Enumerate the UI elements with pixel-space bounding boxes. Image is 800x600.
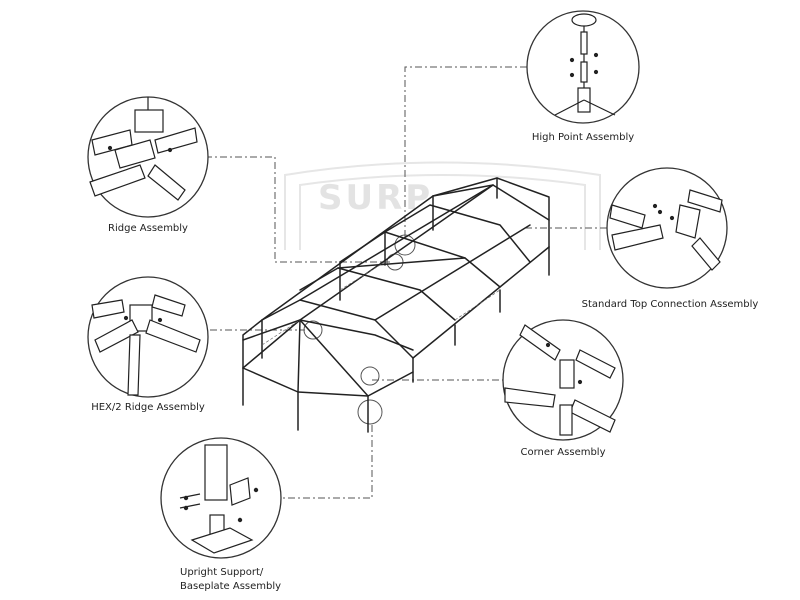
label-upright-line2: Baseplate Assembly [180, 581, 282, 592]
callout-high-point [394, 234, 416, 256]
callout-circles [303, 234, 416, 425]
label-corner-assembly: Corner Assembly [520, 447, 606, 458]
rear-eave [242, 319, 263, 369]
front-eave [242, 357, 414, 397]
detail-ridge [87, 96, 209, 218]
label-high-point: High Point Assembly [531, 132, 635, 143]
callout-corner [360, 366, 380, 386]
leader-lines [205, 66, 610, 499]
detail-hex2-ridge [87, 276, 209, 398]
detail-corner [502, 319, 624, 441]
label-ridge-assembly: Ridge Assembly [108, 223, 188, 234]
callout-hex2 [303, 320, 323, 340]
leader-ridge [205, 156, 390, 263]
ridge-line [299, 184, 494, 321]
tent-bracing [261, 261, 501, 346]
detail-standard-top [606, 167, 728, 289]
watermark-outline [284, 161, 601, 250]
leader-high-point [404, 66, 530, 237]
label-upright-line1: Upright Support/ [180, 567, 264, 578]
label-standard-top-connection: Standard Top Connection Assembly [581, 299, 759, 310]
detail-upright-support [160, 437, 282, 559]
detail-high-point [526, 10, 640, 124]
leader-upright [280, 425, 373, 499]
tent-frame [242, 177, 550, 433]
label-hex2-ridge: HEX/2 Ridge Assembly [91, 402, 205, 413]
callout-upright [357, 399, 383, 425]
